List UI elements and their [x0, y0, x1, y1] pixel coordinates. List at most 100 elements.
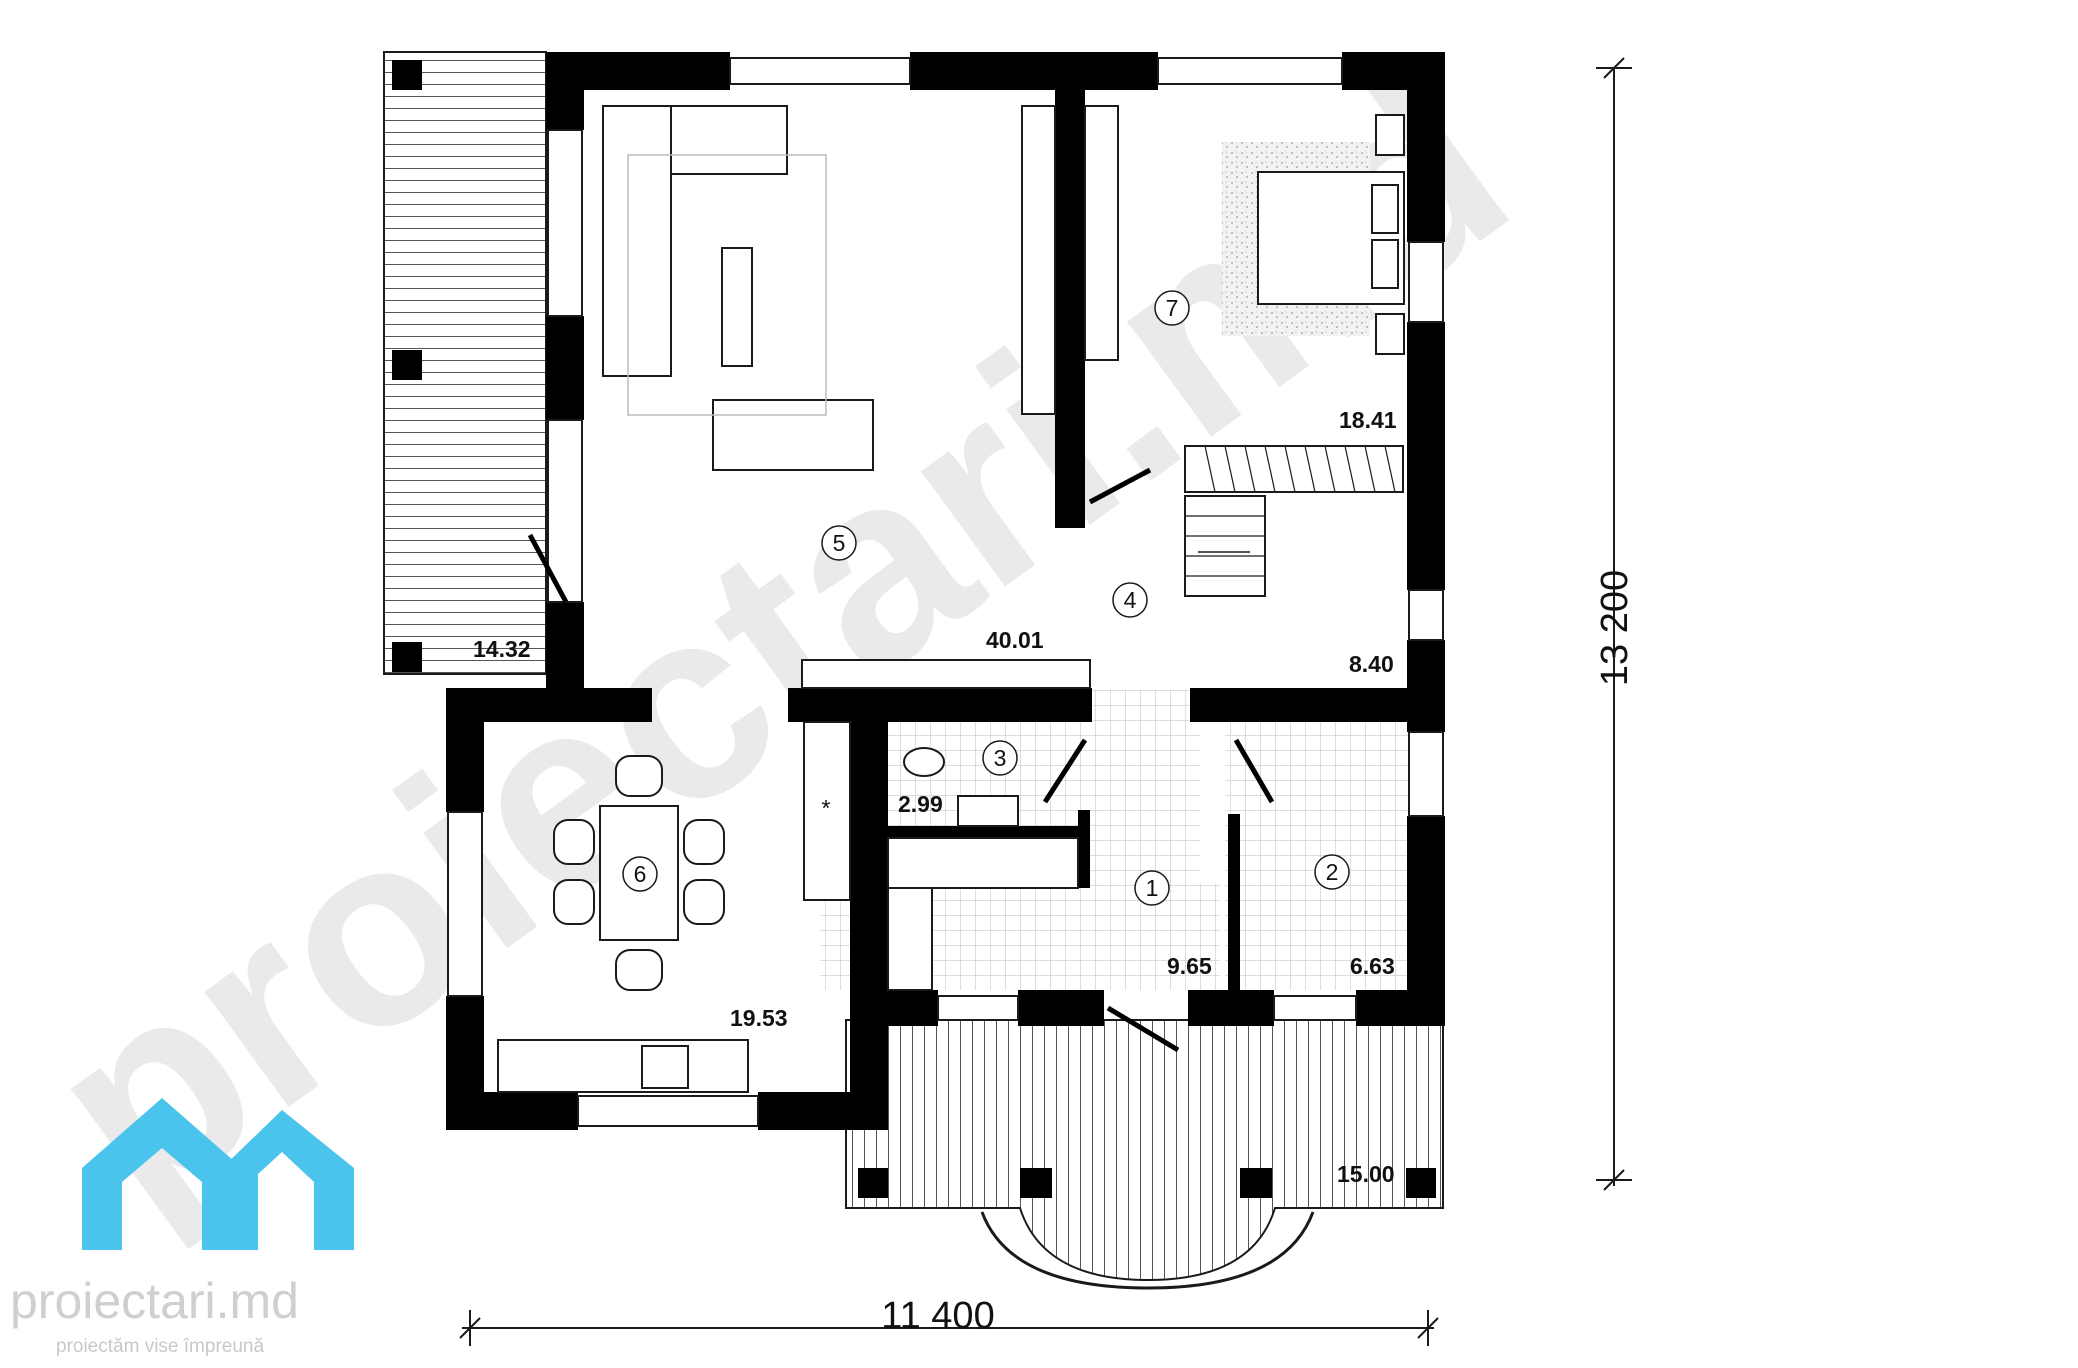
dimension-lines [459, 57, 1632, 1346]
height-dimension-label: 13 200 [1594, 570, 1636, 686]
room2-tile-floor [1225, 718, 1425, 990]
left-terrace-area: 14.32 [473, 636, 531, 662]
wall-mid-horizontal-b [788, 688, 1092, 722]
wall-left-a [546, 52, 584, 130]
window-top-2 [1157, 57, 1343, 85]
room-4-number: 4 [1124, 587, 1137, 613]
kitchen-sink-icon [641, 1045, 689, 1089]
nightstand-2 [1375, 313, 1405, 355]
hall-shoe-cabinet [887, 887, 933, 991]
wall-bath-stub [1078, 810, 1090, 888]
kitchen-counter-side [803, 721, 851, 901]
wall-bedroom-partition [1055, 90, 1085, 528]
stair-treads [1185, 445, 1396, 577]
wall-bottom-a [850, 990, 938, 1026]
room-6-area: 19.53 [730, 1005, 788, 1031]
room-6-number: 6 [634, 861, 647, 887]
wall-kitchen-right [850, 722, 888, 1130]
room-2-area: 6.63 [1350, 953, 1395, 979]
window-left-1 [547, 129, 583, 317]
room-number-circles [622, 290, 1350, 906]
corner-sofa-long [602, 105, 672, 377]
wall-right-d [1407, 816, 1445, 1022]
room-3-area: 2.99 [898, 791, 943, 817]
room-5-area: 40.01 [986, 627, 1044, 653]
room-7-number: 7 [1166, 295, 1179, 321]
wardrobe-bedroom [1084, 105, 1119, 361]
terrace-post-ml [392, 350, 422, 380]
door-bathroom[interactable] [1042, 738, 1088, 804]
sink-icon [957, 795, 1019, 827]
door-bedroom[interactable] [1088, 467, 1152, 505]
doors [527, 467, 1275, 1053]
windows [447, 57, 1444, 1127]
wall-bottom-c [1188, 990, 1274, 1026]
terrace-post-tl [392, 60, 422, 90]
wall-right-a [1407, 52, 1445, 242]
room-3-number: 3 [994, 745, 1007, 771]
wall-left-b [546, 316, 584, 420]
room-5-number: 5 [833, 530, 846, 556]
room-1-number: 1 [1146, 875, 1159, 901]
front-post-2 [1020, 1168, 1052, 1198]
brand-logo: proiectari.md proiectăm vise împreună [10, 1098, 354, 1357]
kitchen-dining-furniture [497, 721, 851, 1093]
wall-bottom-d [1356, 990, 1445, 1026]
front-terrace-area: 15.00 [1337, 1161, 1395, 1187]
dining-chair-right-2 [683, 879, 725, 925]
window-dining-bottom [577, 1095, 759, 1127]
kitchen-counter-bottom [497, 1039, 749, 1093]
bedroom-furniture [1257, 114, 1405, 355]
wall-top-b [910, 52, 1158, 90]
sofa-two-seat [712, 399, 874, 471]
room-areas: 9.65 6.63 2.99 8.40 40.01 19.53 18.41 14… [473, 407, 1397, 1187]
hall-wardrobe [887, 837, 1079, 889]
window-top-1 [729, 57, 911, 85]
window-dining-left [447, 811, 483, 997]
window-right-1 [1408, 241, 1444, 323]
dining-chair-right-1 [683, 819, 725, 865]
bed-pillow-2 [1371, 239, 1399, 289]
kitchen-marker: * [822, 795, 831, 821]
window-bottom-1 [937, 995, 1019, 1021]
window-right-2 [1408, 589, 1444, 641]
stair-run-lower [1184, 495, 1266, 597]
terrace-post-bl [392, 642, 422, 672]
dining-chair-left-2 [553, 879, 595, 925]
wall-dining-left-a [446, 688, 484, 812]
room-7-area: 18.41 [1339, 407, 1397, 433]
width-dimension-label: 11 400 [881, 1295, 994, 1337]
door-main-entrance[interactable] [1106, 1005, 1180, 1053]
dining-chair-left-1 [553, 819, 595, 865]
toilet-icon [903, 747, 945, 777]
corner-sofa-short [670, 105, 788, 175]
hall-lower-tile-floor [880, 884, 1220, 990]
window-bottom-2 [1273, 995, 1357, 1021]
wall-bath-partition [880, 826, 1090, 838]
staircase [1184, 445, 1404, 597]
front-post-4 [1406, 1168, 1436, 1198]
front-terrace-bay-arc [980, 1211, 1315, 1290]
wall-bottom-b [1018, 990, 1104, 1026]
bed-pillow-1 [1371, 184, 1399, 234]
room-4-area: 8.40 [1349, 651, 1394, 677]
door-room2[interactable] [1233, 738, 1275, 804]
room-1-area: 9.65 [1167, 953, 1212, 979]
front-post-1 [858, 1168, 888, 1198]
door-terrace[interactable] [527, 533, 569, 604]
living-room-furniture [602, 105, 874, 471]
rug-outline [627, 154, 827, 416]
dining-chair-bottom [615, 949, 663, 991]
wall-mid-horizontal-c [1190, 688, 1445, 722]
room-2-number: 2 [1326, 859, 1339, 885]
hall-bench [801, 659, 1091, 689]
front-post-3 [1240, 1168, 1272, 1198]
brand-tagline: proiectăm vise împreună [56, 1336, 264, 1357]
dining-chair-top [615, 755, 663, 797]
room-numbers: 1 2 3 4 5 6 7 [634, 295, 1339, 901]
wall-right-b [1407, 322, 1445, 590]
brand-name: proiectari.md [10, 1273, 299, 1329]
bathroom-fixtures [903, 747, 1019, 827]
